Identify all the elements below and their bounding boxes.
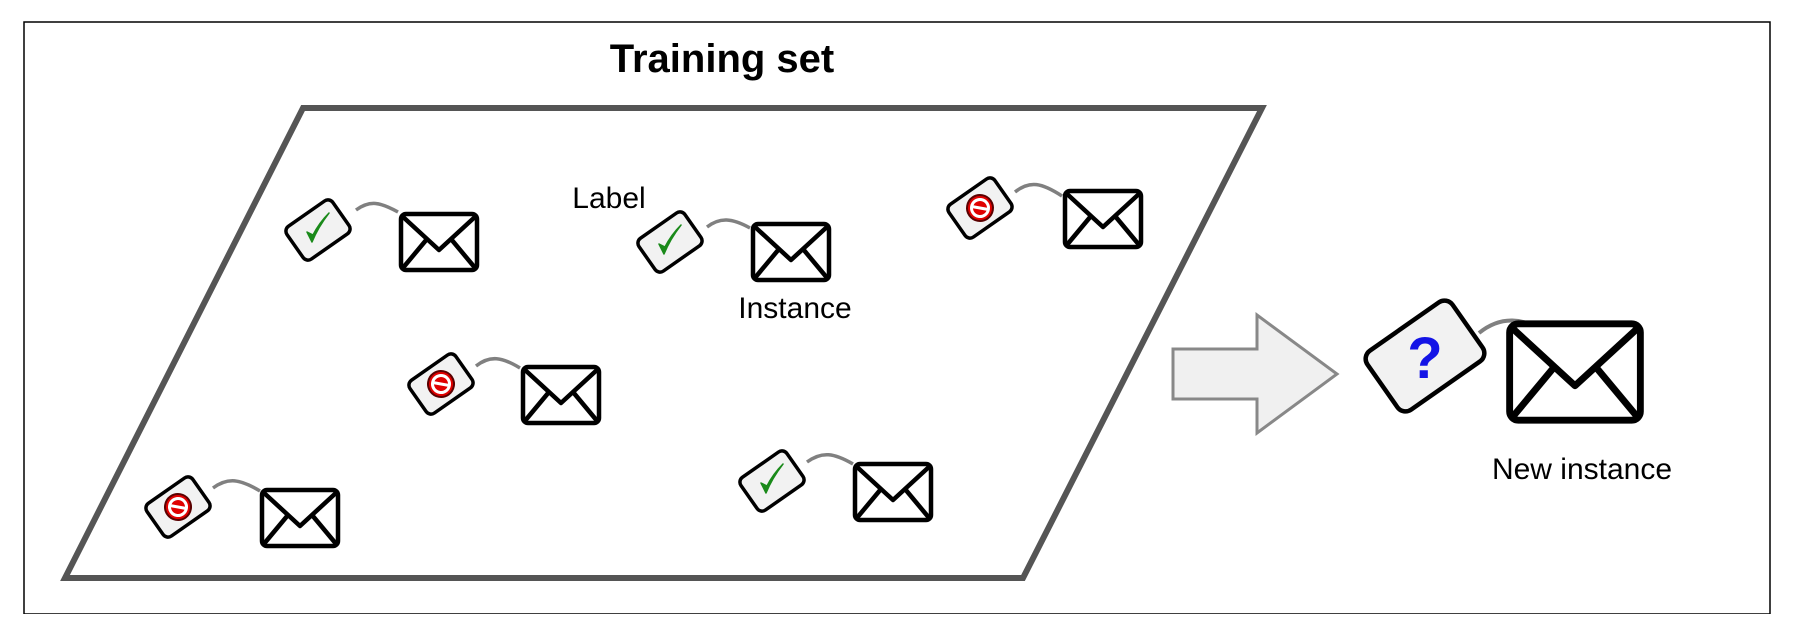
instance-annotation: Instance (738, 292, 851, 325)
envelope-icon (753, 224, 829, 280)
tag-string (705, 218, 751, 230)
envelope-icon (523, 367, 599, 423)
training-example-ham-2 (633, 207, 829, 280)
training-example-ham-1 (281, 195, 477, 270)
spam-tag (141, 472, 215, 542)
training-example-ham-3 (735, 446, 931, 520)
training-example-spam-1 (943, 173, 1141, 247)
caption-strip (0, 614, 1794, 628)
tag-string (474, 357, 521, 370)
envelope-icon (855, 464, 931, 520)
training-set-title: Training set (610, 37, 835, 81)
question-mark-icon: ? (1407, 326, 1442, 391)
new-example: ? (1363, 298, 1644, 424)
unknown-tag (1363, 298, 1487, 414)
spam-tag (404, 349, 478, 419)
envelope-icon (262, 490, 338, 546)
tag-string (1013, 182, 1063, 198)
training-example-spam-2 (404, 349, 599, 423)
tag-string (354, 201, 399, 214)
right-arrow-icon (1171, 312, 1340, 436)
tag-string (211, 479, 261, 493)
new-instance-annotation: New instance (1492, 453, 1672, 486)
label-annotation: Label (572, 182, 645, 215)
training-example-spam-3 (141, 472, 338, 546)
ham-tag (735, 446, 809, 516)
envelope-icon (1065, 191, 1141, 247)
tag-string (805, 453, 854, 466)
spam-tag (943, 173, 1017, 243)
envelope-icon (1506, 320, 1644, 424)
ham-tag (633, 207, 707, 277)
envelope-icon (401, 214, 477, 270)
training-set-frame (60, 105, 1267, 581)
ham-tag (281, 195, 355, 265)
